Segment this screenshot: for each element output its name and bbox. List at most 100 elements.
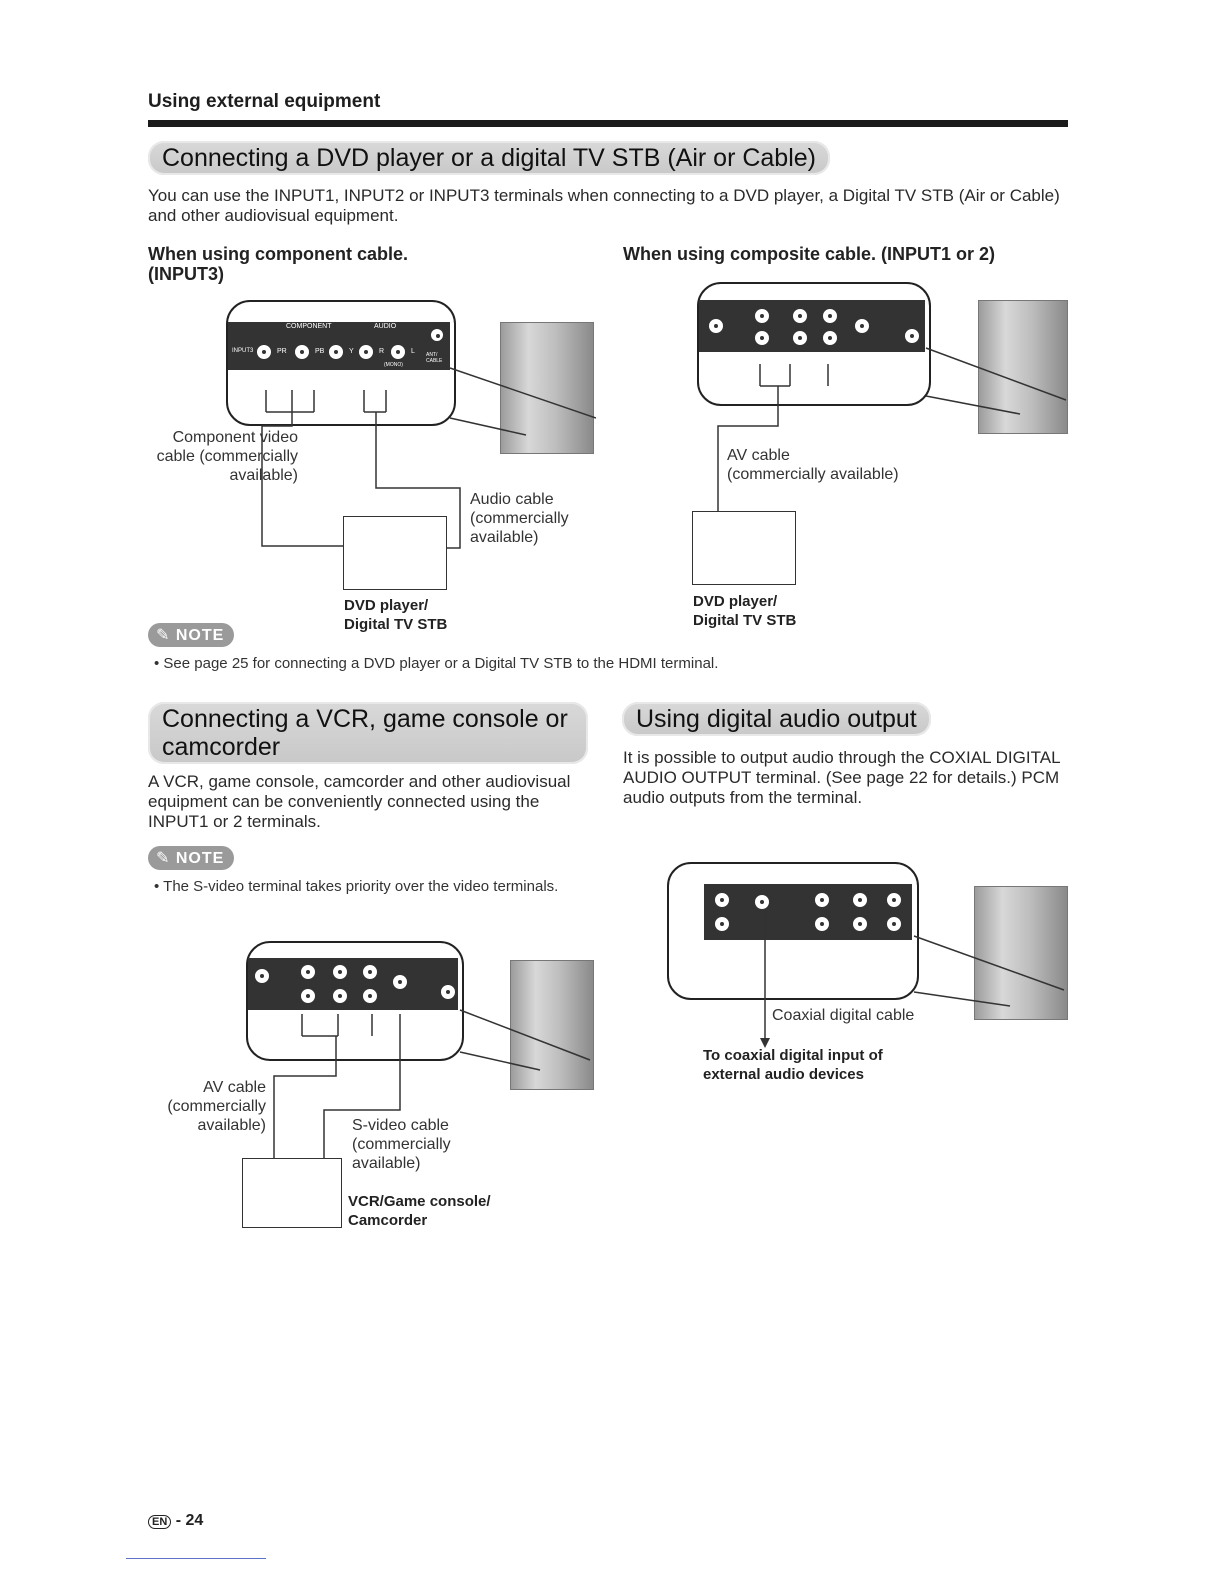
tv-rear-illustration-3: [510, 960, 594, 1090]
section-title: Using external equipment: [148, 91, 381, 112]
input3-jack-icon: [902, 326, 922, 346]
vcr-device-label: VCR/Game console/ Camcorder: [348, 1192, 491, 1230]
d-input1-video-jack-icon: [884, 914, 904, 934]
vcr-device-line2: Camcorder: [348, 1212, 428, 1229]
vcr-input1-r-jack-icon: [298, 986, 318, 1006]
vcr-note-text: The S-video terminal takes priority over…: [163, 878, 559, 895]
svideo-cable-line1: S-video cable: [352, 1117, 449, 1134]
destination-line2: external audio devices: [703, 1066, 864, 1083]
panel-label-r: R: [379, 348, 385, 355]
component-device-line2: Digital TV STB: [344, 616, 448, 633]
d-input1-l-jack-icon: [850, 914, 870, 934]
page-number-text: - 24: [175, 1512, 204, 1529]
composite-terminal-strip: [699, 300, 925, 352]
coaxial-destination-label: To coaxial digital input of external aud…: [703, 1046, 883, 1084]
audio-cable-line2: (commercially: [470, 510, 569, 527]
component-video-cable-label: Component video cable (commercially avai…: [148, 428, 298, 485]
audio-cable-line3: available): [470, 529, 539, 546]
panel-label-audio: AUDIO: [374, 323, 397, 330]
svideo-cable-label: S-video cable (commercially available): [352, 1116, 451, 1173]
footer-rule: [126, 1558, 266, 1559]
svideo-cable-line3: available): [352, 1155, 421, 1172]
vcr-digital-jack-icon: [252, 966, 272, 986]
svideo-jack-icon: [852, 316, 872, 336]
composite-device-line1: DVD player/: [693, 593, 778, 610]
composite-device-label: DVD player/ Digital TV STB: [693, 592, 796, 630]
input2-video-jack-icon: [820, 306, 840, 326]
vcr-device-line1: VCR/Game console/: [348, 1193, 491, 1210]
pencil-icon: ✎: [156, 627, 171, 644]
component-video-line1: Component video: [172, 429, 298, 446]
audio-r-jack-icon: [356, 342, 376, 362]
page-number: EN - 24: [148, 1512, 203, 1530]
digital-section-banner: Using digital audio output: [622, 702, 931, 736]
digital-intro: It is possible to output audio through t…: [623, 748, 1060, 807]
vcr-av-cable-line3: available): [197, 1117, 266, 1134]
vcr-note-item: • The S-video terminal takes priority ov…: [154, 878, 559, 895]
d-input1-r-jack-icon: [812, 914, 832, 934]
destination-line1: To coaxial digital input of: [703, 1047, 883, 1064]
component-heading-line1: When using component cable.: [148, 244, 409, 264]
component-video-line2: cable (commercially: [156, 448, 298, 465]
input1-r-jack-icon: [752, 328, 772, 348]
vcr-input2-l-jack-icon: [330, 962, 350, 982]
composite-cable-lines: [717, 347, 1067, 534]
audio-cable-label: Audio cable (commercially available): [470, 490, 569, 547]
dvd-player-device-illustration-2: [692, 511, 796, 585]
digital-out-jack-icon: [706, 316, 726, 336]
vcr-device-illustration: [242, 1158, 342, 1228]
vcr-note-label: NOTE: [175, 850, 225, 867]
dvd-note-badge: ✎ NOTE: [148, 623, 235, 647]
svideo-cable-line2: (commercially: [352, 1136, 451, 1153]
component-cable-lines: [261, 367, 596, 549]
vcr-input1-l-jack-icon: [330, 986, 350, 1006]
coaxial-out-jack-icon: [752, 892, 772, 912]
input2-l-jack-icon: [790, 306, 810, 326]
input1-l-jack-icon: [790, 328, 810, 348]
vcr-cable-lines: [273, 1009, 591, 1190]
vcr-av-cable-line1: AV cable: [203, 1079, 266, 1096]
d-input2-l-jack-icon: [850, 890, 870, 910]
vcr-av-cable-line2: (commercially: [167, 1098, 266, 1115]
dvd-section-banner: Connecting a DVD player or a digital TV …: [148, 141, 830, 175]
panel-label-y: Y: [349, 348, 354, 355]
audio-l-jack-icon: [388, 342, 408, 362]
component-heading: When using component cable. (INPUT3): [148, 244, 408, 284]
audio-out-l-jack-icon: [712, 890, 732, 910]
input2-r-jack-icon: [752, 306, 772, 326]
vcr-input3-jack-icon: [438, 982, 458, 1002]
vcr-intro: A VCR, game console, camcorder and other…: [148, 772, 571, 831]
header-rule: [148, 120, 1068, 127]
dvd-note-label: NOTE: [175, 627, 225, 644]
audio-out-r-jack-icon: [712, 914, 732, 934]
vcr-input2-video-jack-icon: [360, 962, 380, 982]
audio-cable-line1: Audio cable: [470, 491, 554, 508]
dvd-intro: You can use the INPUT1, INPUT2 or INPUT3…: [148, 186, 1060, 225]
dvd-note-item: • See page 25 for connecting a DVD playe…: [154, 655, 719, 672]
input1-video-jack-icon: [820, 328, 840, 348]
av-cable-label: AV cable (commercially available): [727, 446, 899, 484]
pencil-icon: ✎: [156, 850, 171, 867]
av-cable-line2: (commercially available): [727, 466, 899, 483]
composite-device-line2: Digital TV STB: [693, 612, 797, 629]
panel-label-ant-cable: ANT/ CABLE: [426, 352, 443, 364]
vcr-note-badge: ✎ NOTE: [148, 846, 235, 870]
component-video-line3: available): [229, 467, 298, 484]
panel-label-mono: (MONO): [384, 362, 403, 368]
panel-label-input3: INPUT3: [232, 348, 254, 354]
tv-rear-illustration-2: [978, 300, 1068, 434]
language-badge: EN: [148, 1515, 172, 1529]
panel-label-pb: PB: [315, 348, 325, 355]
vcr-banner-line1: Connecting a VCR, game console or: [162, 705, 568, 733]
pr-jack-icon: [254, 342, 274, 362]
pb-jack-icon: [292, 342, 312, 362]
vcr-section-banner: Connecting a VCR, game console or camcor…: [148, 702, 588, 764]
component-device-label: DVD player/ Digital TV STB: [344, 596, 447, 634]
y-jack-icon: [326, 342, 346, 362]
coaxial-cable-label: Coaxial digital cable: [772, 1007, 915, 1024]
coaxial-cable-line: [760, 910, 1065, 1048]
tv-rear-illustration-4: [974, 886, 1068, 1020]
component-heading-line2: (INPUT3): [148, 264, 224, 284]
composite-heading: When using composite cable. (INPUT1 or 2…: [623, 244, 996, 264]
vcr-banner-line2: camcorder: [162, 733, 281, 761]
